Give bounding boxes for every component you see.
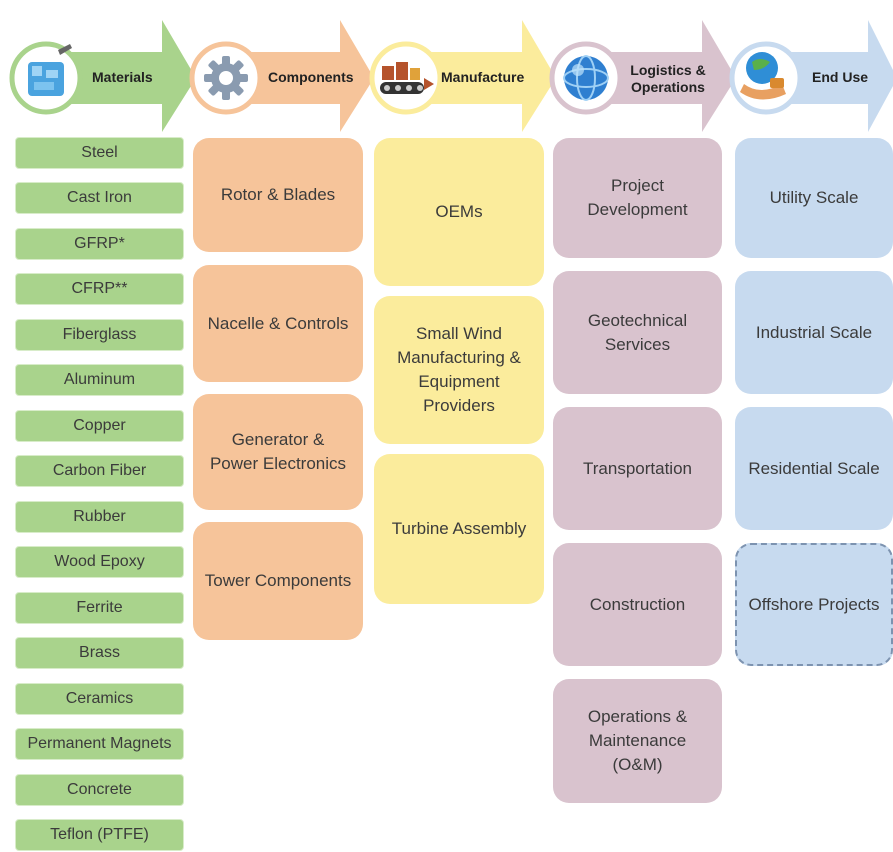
material-item: Rubber	[15, 501, 184, 533]
component-item: Tower Components	[193, 522, 363, 640]
material-item: Brass	[15, 637, 184, 669]
stage-label-logistics: Logistics & Operations	[626, 62, 710, 96]
component-item: Rotor & Blades	[193, 138, 363, 252]
logistics-item: Project Development	[553, 138, 722, 258]
arrow-manufacture	[400, 20, 556, 132]
material-item: GFRP*	[15, 228, 184, 260]
stage-label-manufacture: Manufacture	[441, 69, 525, 85]
material-item: Fiberglass	[15, 319, 184, 351]
material-item: Carbon Fiber	[15, 455, 184, 487]
material-item: Copper	[15, 410, 184, 442]
component-item: Nacelle & Controls	[193, 265, 363, 382]
stage-label-materials: Materials	[92, 69, 153, 85]
material-item: Permanent Magnets	[15, 728, 184, 760]
stage-arrows	[9, 20, 893, 132]
arrow-end-use	[760, 20, 893, 132]
material-item: Ferrite	[15, 592, 184, 624]
end-use-item: Industrial Scale	[735, 271, 893, 394]
material-item: Teflon (PTFE)	[15, 819, 184, 851]
factory-conveyor-icon	[380, 62, 434, 94]
manufacture-item: Turbine Assembly	[374, 454, 544, 604]
stage-label-components: Components	[268, 69, 354, 85]
ice-block-icon	[28, 44, 72, 96]
arrow-logistics	[580, 20, 736, 132]
end-use-item: Residential Scale	[735, 407, 893, 530]
material-item: Steel	[15, 137, 184, 169]
stage-label-end-use: End Use	[812, 69, 869, 85]
arrow-components	[220, 20, 374, 132]
material-item: CFRP**	[15, 273, 184, 305]
material-item: Cast Iron	[15, 182, 184, 214]
globe-hand-icon	[740, 52, 786, 100]
stage-label-logistics-line1: Logistics &	[630, 62, 706, 78]
arrow-materials	[40, 20, 196, 132]
manufacture-item: OEMs	[374, 138, 544, 286]
material-item: Concrete	[15, 774, 184, 806]
material-item: Wood Epoxy	[15, 546, 184, 578]
logistics-item: Construction	[553, 543, 722, 666]
logistics-item: Geotechnical Services	[553, 271, 722, 394]
material-item: Aluminum	[15, 364, 184, 396]
logistics-item: Transportation	[553, 407, 722, 530]
component-item: Generator & Power Electronics	[193, 394, 363, 510]
logistics-item: Operations & Maintenance (O&M)	[553, 679, 722, 803]
gear-icon	[204, 56, 248, 100]
end-use-item: Utility Scale	[735, 138, 893, 258]
end-use-item-offshore: Offshore Projects	[735, 543, 893, 666]
material-item: Ceramics	[15, 683, 184, 715]
manufacture-item: Small Wind Manufacturing & Equipment Pro…	[374, 296, 544, 444]
globe-icon	[563, 55, 609, 101]
stage-label-logistics-line2: Operations	[631, 79, 705, 95]
